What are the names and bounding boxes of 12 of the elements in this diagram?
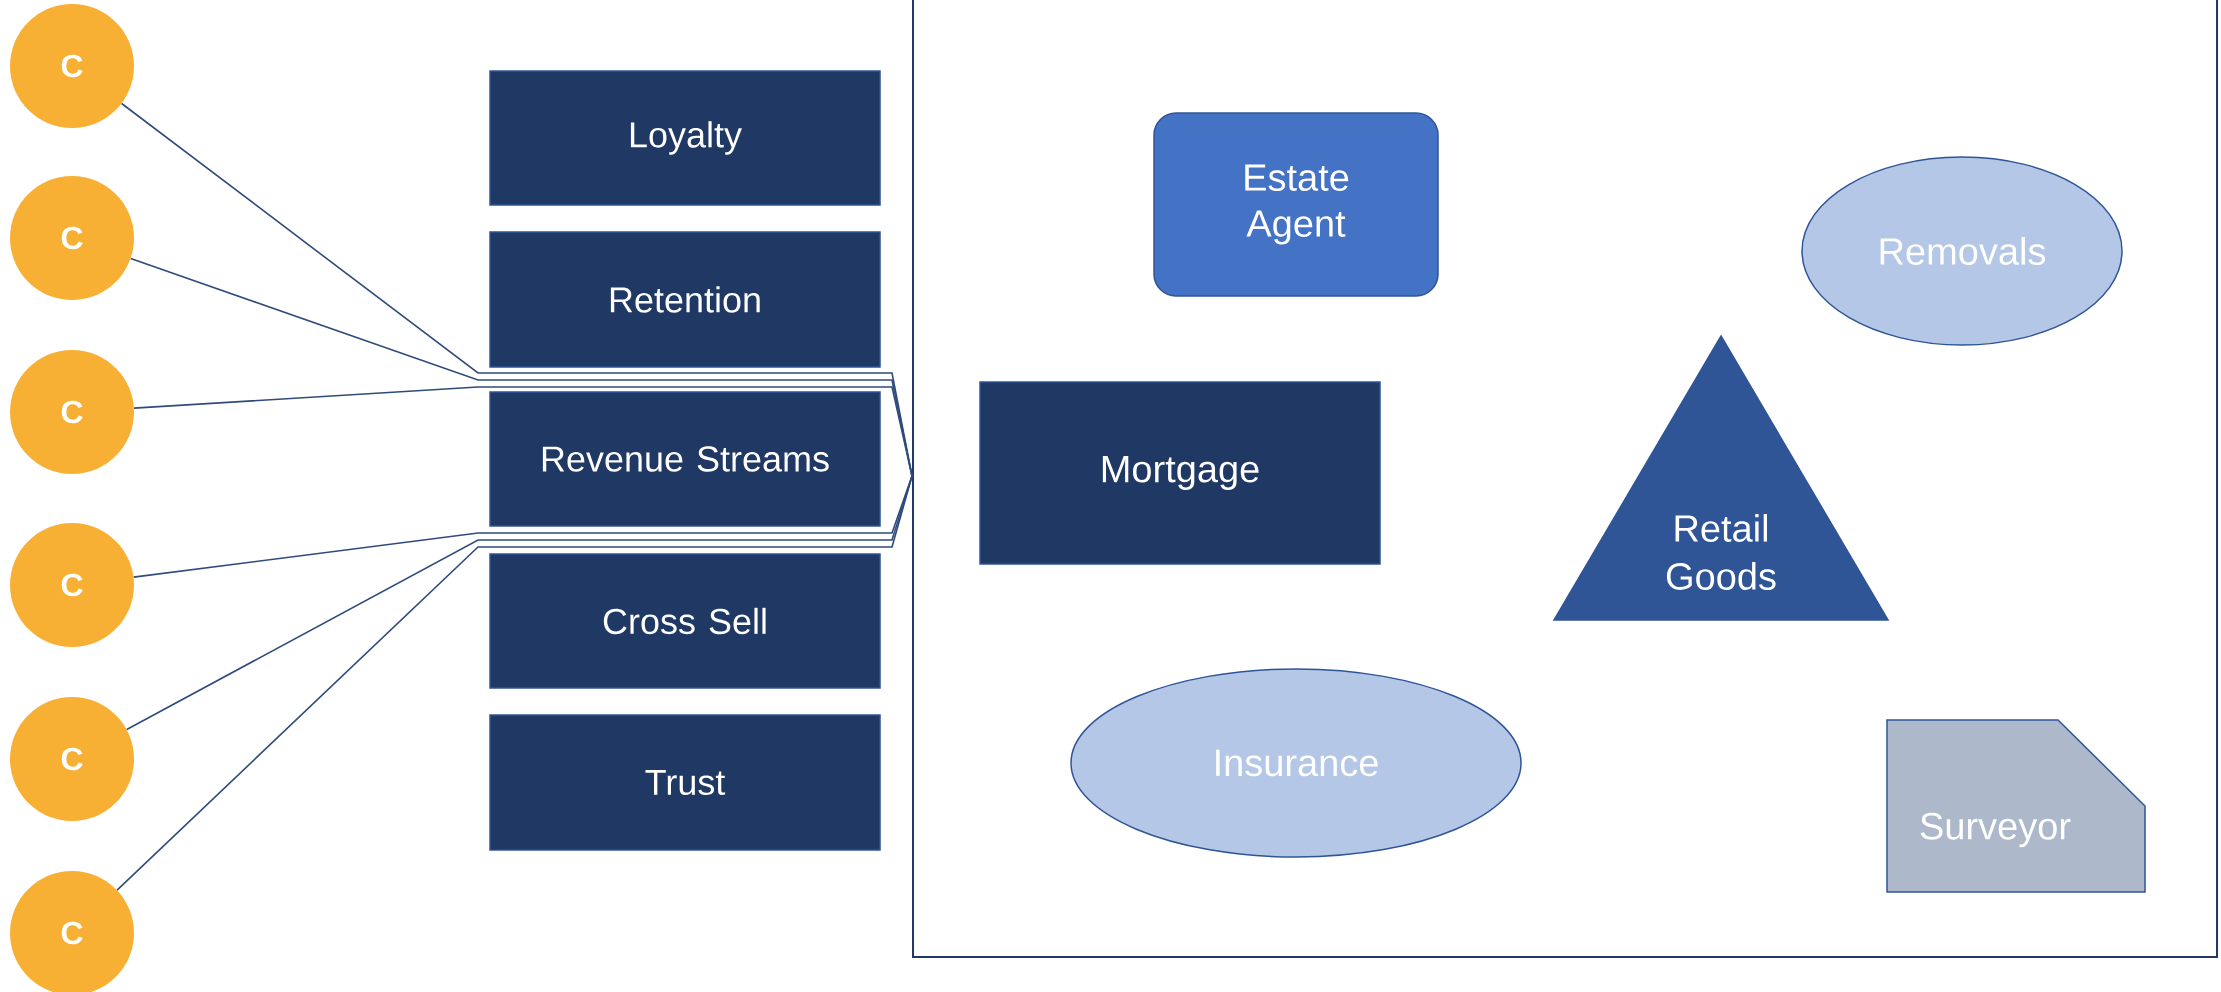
label-box: Trust: [489, 714, 881, 851]
label-box: Loyalty: [489, 70, 881, 206]
rounded-box: Estate Agent: [1153, 112, 1439, 297]
label-box: Retention: [489, 231, 881, 368]
process-box: Mortgage: [979, 381, 1381, 565]
label-box: Cross Sell: [489, 553, 881, 689]
connector-line: [129, 257, 913, 477]
container-frame: [912, 0, 2218, 958]
connector-line: [116, 475, 913, 891]
snipped-box: Surveyor: [1886, 719, 2146, 893]
label-box: Revenue Streams: [489, 391, 881, 527]
connector-line: [133, 386, 913, 477]
